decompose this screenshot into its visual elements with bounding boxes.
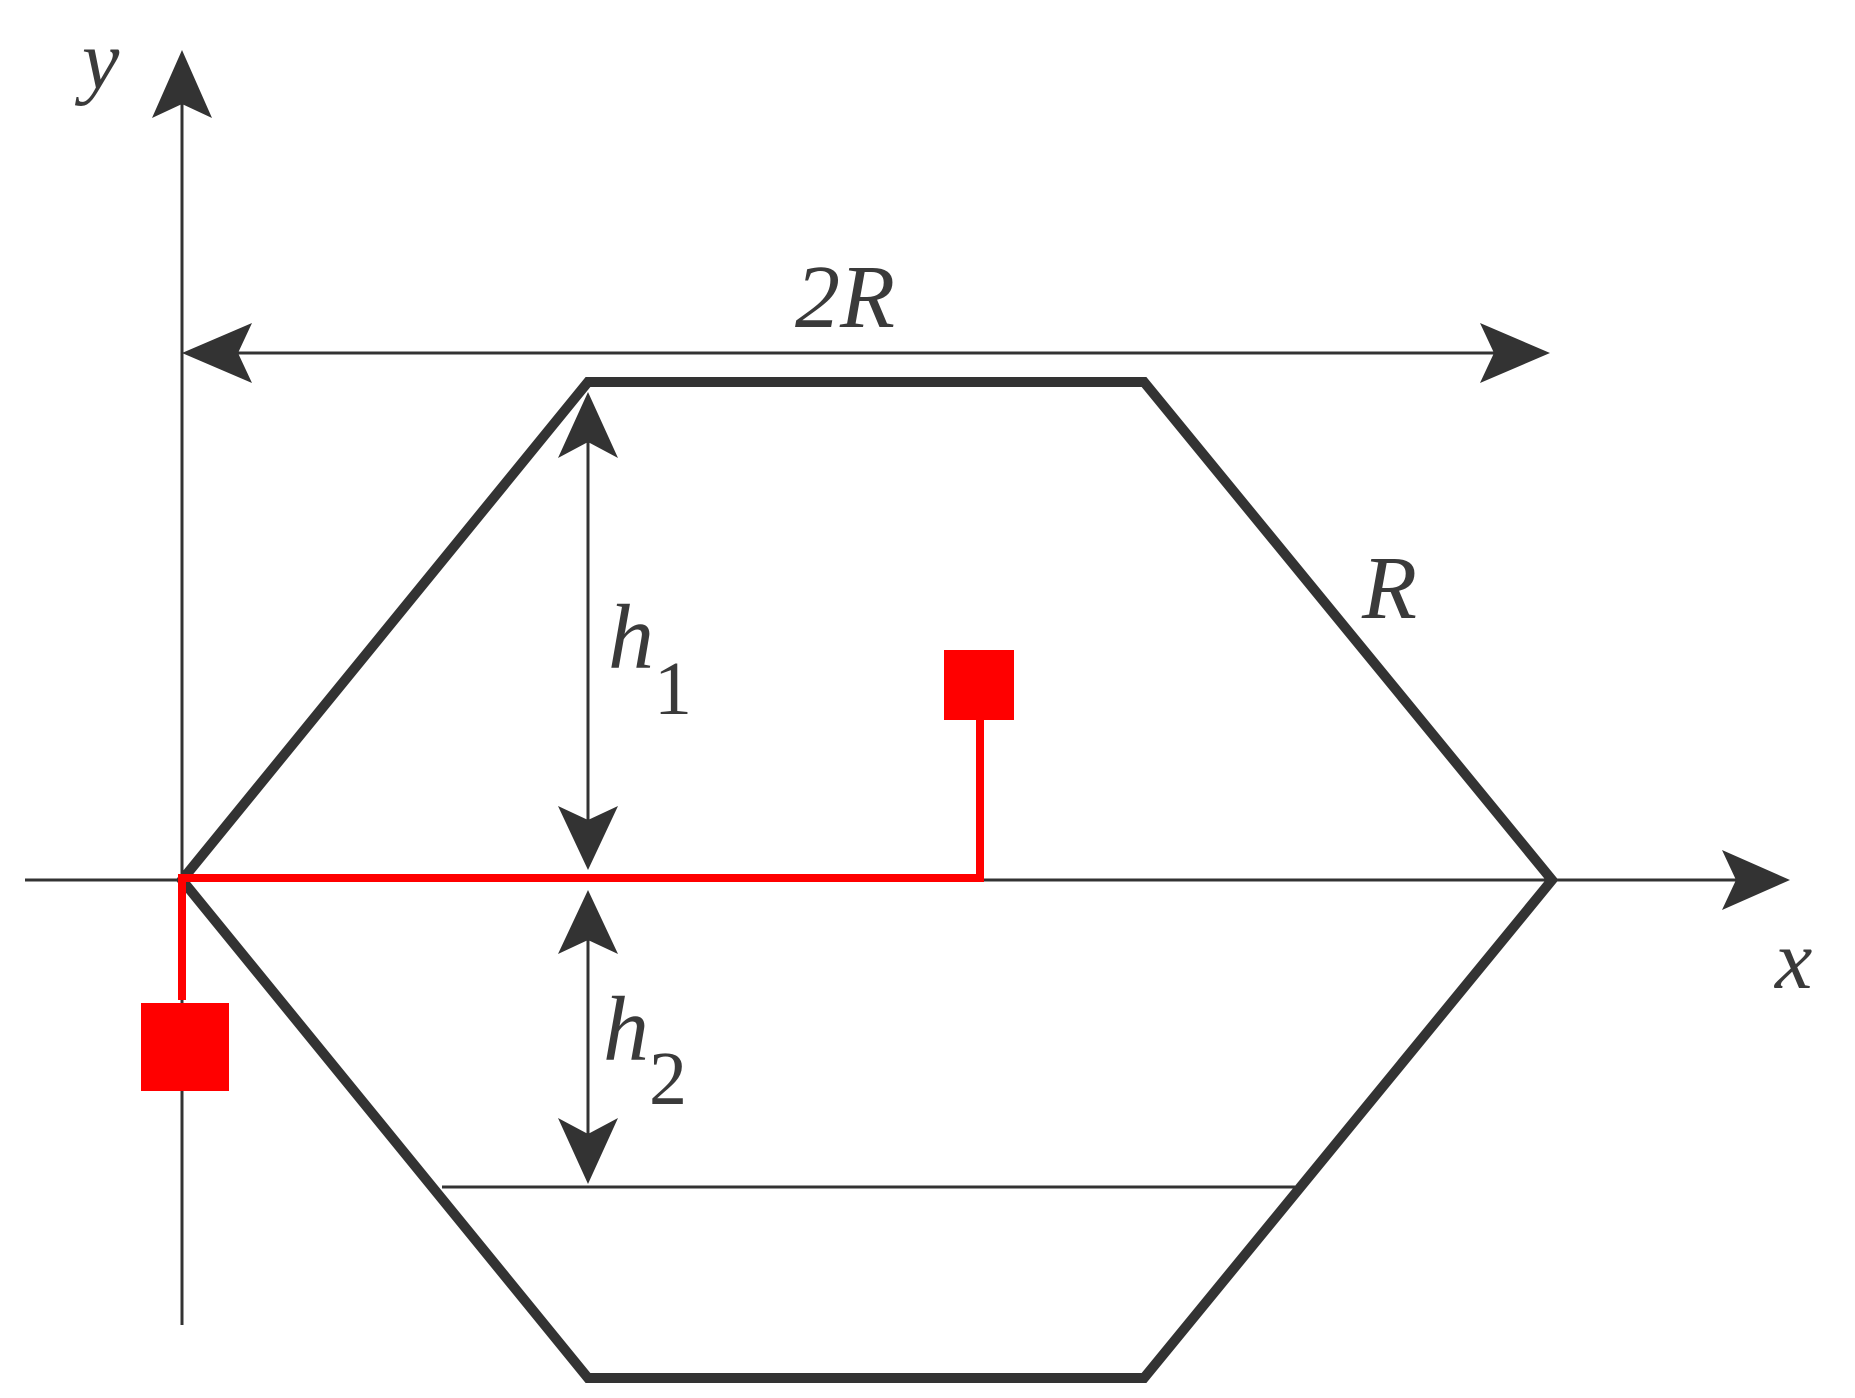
width-arrow-left xyxy=(182,323,252,383)
h2-label: h2 xyxy=(603,978,687,1121)
h2-arrow-bottom xyxy=(558,1118,618,1184)
red-path xyxy=(178,720,984,1000)
y-axis-arrow xyxy=(152,50,212,118)
side-label: R xyxy=(1361,539,1417,638)
width-label: 2R xyxy=(795,248,895,347)
y-axis-label: y xyxy=(74,14,120,107)
x-axis-label: x xyxy=(1773,914,1812,1007)
width-arrow-right xyxy=(1480,323,1550,383)
red-marker-lower xyxy=(141,1003,229,1091)
x-axis-arrow xyxy=(1722,850,1790,910)
h1-arrow-top xyxy=(558,392,618,458)
h2-arrow-top xyxy=(558,890,618,954)
hexagon-outline xyxy=(175,377,1559,1383)
red-marker-upper xyxy=(944,650,1014,720)
h1-label: h1 xyxy=(608,586,692,731)
h1-arrow-bottom xyxy=(558,806,618,870)
